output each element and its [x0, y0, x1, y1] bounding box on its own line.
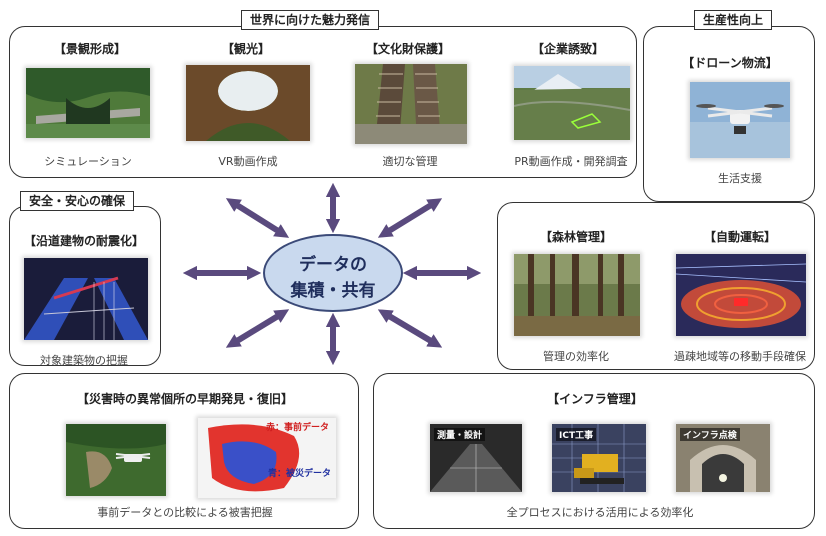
drone-title: 【ドローン物流】 — [682, 56, 778, 70]
arrow-up-right — [377, 198, 443, 238]
forest-image — [514, 254, 640, 336]
heritage-image — [355, 64, 467, 144]
infra-ict-image: ICT工事 — [552, 424, 646, 492]
seismic-image — [24, 258, 148, 340]
forest-title: 【森林管理】 — [539, 230, 612, 244]
business-image — [514, 66, 630, 140]
arrow-down-left — [225, 309, 290, 348]
infra-survey-image: 測量・設計 — [430, 424, 522, 492]
drone-caption: 生活支援 — [718, 172, 762, 185]
productivity-panel-title: 生産性向上 — [694, 10, 773, 30]
disaster-label-red: 赤：事前データ — [265, 423, 329, 433]
infra-label-ict: ICT工事 — [556, 428, 597, 441]
safety-panel-title: 安全・安心の確保 — [20, 191, 135, 211]
seismic-caption: 対象建築物の把握 — [40, 354, 128, 367]
business-title: 【企業誘致】 — [531, 42, 604, 56]
heritage-caption: 適切な管理 — [382, 155, 438, 168]
heritage-title: 【文化財保護】 — [365, 42, 450, 56]
disaster-compare-image: 赤：事前データ 青：被災データ — [198, 418, 336, 498]
business-caption: PR動画作成・開発調査 — [514, 155, 628, 168]
tourism-caption: VR動画作成 — [218, 155, 278, 168]
tourism-title: 【観光】 — [221, 42, 270, 56]
arrow-up-left — [225, 198, 290, 238]
infra-label-survey: 測量・設計 — [434, 428, 486, 441]
infra-label-inspection: インフラ点検 — [680, 428, 740, 441]
disaster-title: 【災害時の異常個所の早期発見・復旧】 — [76, 392, 293, 406]
center-line-1: データの — [299, 255, 367, 275]
forest-caption: 管理の効率化 — [543, 350, 609, 363]
tourism-image — [186, 65, 310, 141]
drone-image — [690, 82, 790, 158]
landscape-image — [26, 68, 150, 138]
center-data-hub: データの 集積・共有 — [263, 234, 403, 312]
auto-title: 【自動運転】 — [703, 230, 776, 244]
auto-caption: 過疎地域等の移動手段確保 — [674, 350, 806, 363]
arrow-down-right — [377, 309, 443, 348]
infra-inspection-image: インフラ点検 — [676, 424, 770, 492]
disaster-label-blue: 青：被災データ — [267, 469, 331, 479]
landscape-caption: シミュレーション — [44, 155, 132, 168]
seismic-title: 【沿道建物の耐震化】 — [23, 234, 144, 248]
auto-image — [676, 254, 806, 336]
infra-title: 【インフラ管理】 — [547, 392, 643, 406]
landscape-title: 【景観形成】 — [53, 42, 126, 56]
center-line-2: 集積・共有 — [290, 281, 376, 301]
infra-caption: 全プロセスにおける活用による効率化 — [506, 506, 694, 519]
global-panel-title: 世界に向けた魅力発信 — [241, 10, 380, 30]
disaster-caption: 事前データとの比較による被害把握 — [97, 506, 273, 519]
disaster-photo-image — [66, 424, 166, 496]
